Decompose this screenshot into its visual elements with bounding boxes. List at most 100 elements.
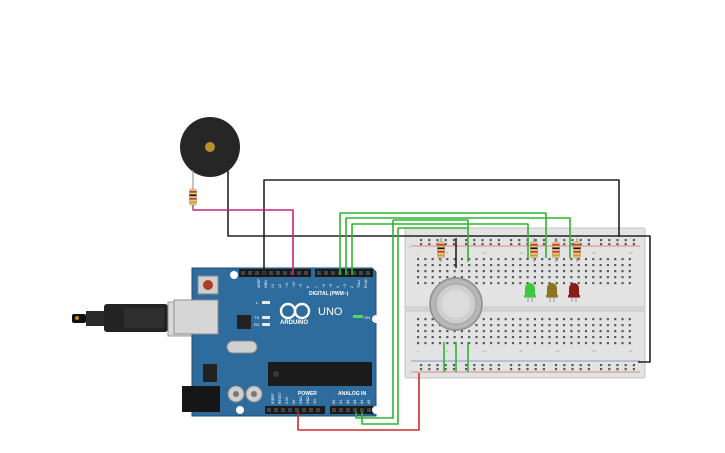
header-hole[interactable]: [290, 271, 294, 275]
rail-hole[interactable]: [563, 243, 566, 246]
rail-hole[interactable]: [632, 368, 635, 371]
rail-hole[interactable]: [616, 364, 619, 367]
rail-hole[interactable]: [542, 368, 545, 371]
bb-hole[interactable]: [446, 342, 449, 345]
bb-hole[interactable]: [424, 336, 427, 339]
rail-hole[interactable]: [436, 368, 439, 371]
bb-hole[interactable]: [577, 336, 580, 339]
bb-hole[interactable]: [504, 324, 507, 327]
bb-hole[interactable]: [577, 264, 580, 267]
bb-hole[interactable]: [533, 270, 536, 273]
bb-hole[interactable]: [468, 270, 471, 273]
bb-hole[interactable]: [628, 264, 631, 267]
wire-gnd-top[interactable]: [263, 179, 620, 275]
bb-hole[interactable]: [599, 264, 602, 267]
bb-hole[interactable]: [504, 276, 507, 279]
rail-hole[interactable]: [436, 364, 439, 367]
bb-hole[interactable]: [431, 318, 434, 321]
bb-hole[interactable]: [548, 336, 551, 339]
bb-hole[interactable]: [533, 264, 536, 267]
bb-hole[interactable]: [614, 330, 617, 333]
bb-hole[interactable]: [621, 318, 624, 321]
bb-hole[interactable]: [541, 276, 544, 279]
bb-hole[interactable]: [541, 342, 544, 345]
bb-hole[interactable]: [533, 336, 536, 339]
bb-hole[interactable]: [599, 336, 602, 339]
bb-hole[interactable]: [570, 276, 573, 279]
rail-hole[interactable]: [444, 368, 447, 371]
header-hole[interactable]: [353, 408, 357, 412]
header-hole[interactable]: [295, 408, 299, 412]
rail-hole[interactable]: [616, 239, 619, 242]
rail-hole[interactable]: [632, 364, 635, 367]
bb-hole[interactable]: [431, 336, 434, 339]
bb-hole[interactable]: [424, 264, 427, 267]
bb-hole[interactable]: [614, 258, 617, 261]
rail-hole[interactable]: [489, 368, 492, 371]
rail-hole[interactable]: [420, 364, 423, 367]
bb-hole[interactable]: [424, 324, 427, 327]
wire-buzzer-signal[interactable]: [192, 205, 294, 275]
bb-hole[interactable]: [548, 276, 551, 279]
bb-hole[interactable]: [453, 336, 456, 339]
bb-hole[interactable]: [475, 282, 478, 285]
bb-hole[interactable]: [453, 342, 456, 345]
bb-hole[interactable]: [490, 276, 493, 279]
rail-hole[interactable]: [624, 239, 627, 242]
bb-hole[interactable]: [417, 324, 420, 327]
bb-hole[interactable]: [424, 258, 427, 261]
rail-hole[interactable]: [444, 364, 447, 367]
rail-hole[interactable]: [571, 243, 574, 246]
rail-hole[interactable]: [510, 239, 513, 242]
rail-hole[interactable]: [587, 239, 590, 242]
bb-hole[interactable]: [526, 324, 529, 327]
rail-hole[interactable]: [587, 368, 590, 371]
bb-hole[interactable]: [519, 324, 522, 327]
rail-hole[interactable]: [473, 243, 476, 246]
bb-hole[interactable]: [468, 276, 471, 279]
bb-hole[interactable]: [541, 270, 544, 273]
bb-hole[interactable]: [446, 330, 449, 333]
bb-hole[interactable]: [490, 330, 493, 333]
wire-sensor-signal[interactable]: [393, 219, 469, 262]
bb-hole[interactable]: [628, 324, 631, 327]
header-hole[interactable]: [324, 271, 328, 275]
header-hole[interactable]: [332, 408, 336, 412]
bb-hole[interactable]: [475, 330, 478, 333]
bb-hole[interactable]: [599, 324, 602, 327]
rail-hole[interactable]: [510, 368, 513, 371]
rail-hole[interactable]: [489, 243, 492, 246]
bb-hole[interactable]: [468, 258, 471, 261]
bb-hole[interactable]: [614, 324, 617, 327]
bb-hole[interactable]: [570, 330, 573, 333]
header-hole[interactable]: [288, 408, 292, 412]
rail-hole[interactable]: [444, 239, 447, 242]
bb-hole[interactable]: [621, 276, 624, 279]
rail-hole[interactable]: [587, 364, 590, 367]
bb-hole[interactable]: [519, 264, 522, 267]
rail-hole[interactable]: [481, 364, 484, 367]
header-hole[interactable]: [241, 271, 245, 275]
header-hole[interactable]: [317, 271, 321, 275]
bb-hole[interactable]: [606, 264, 609, 267]
rail-hole[interactable]: [497, 364, 500, 367]
bb-hole[interactable]: [431, 330, 434, 333]
bb-hole[interactable]: [438, 342, 442, 345]
bb-hole[interactable]: [621, 282, 624, 285]
bb-hole[interactable]: [526, 318, 529, 321]
bb-hole[interactable]: [511, 324, 515, 327]
header-hole[interactable]: [359, 271, 363, 275]
bb-hole[interactable]: [621, 336, 624, 339]
bb-hole[interactable]: [490, 342, 493, 345]
rail-hole[interactable]: [534, 364, 537, 367]
bb-hole[interactable]: [460, 270, 463, 273]
bb-hole[interactable]: [548, 324, 551, 327]
bb-hole[interactable]: [446, 264, 449, 267]
bb-hole[interactable]: [592, 264, 595, 267]
bb-hole[interactable]: [417, 318, 420, 321]
bb-hole[interactable]: [446, 336, 449, 339]
bb-hole[interactable]: [541, 258, 544, 261]
bb-hole[interactable]: [431, 270, 434, 273]
bb-hole[interactable]: [621, 270, 624, 273]
bb-hole[interactable]: [431, 258, 434, 261]
